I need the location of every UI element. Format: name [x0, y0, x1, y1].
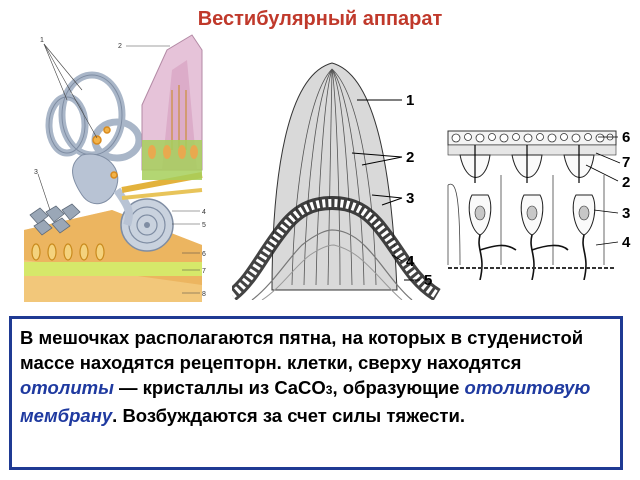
label-3: 3 [34, 169, 38, 176]
description-text-2: — кристаллы из CaCO [113, 377, 326, 398]
vestibular-anatomy-illustration: 1 2 3 4 5 6 7 8 [22, 30, 222, 302]
label-6: 6 [622, 129, 630, 146]
description-text-3: , образующие [332, 377, 465, 398]
label-7: 7 [622, 154, 630, 171]
term-otolith-membrane: отолитовую мембрану [20, 377, 591, 426]
description-text-1: В мешочках располагаются пятна, на котор… [20, 327, 584, 373]
label-8: 8 [202, 291, 206, 298]
label-7: 7 [202, 268, 206, 275]
label-4: 4 [406, 253, 415, 270]
label-1: 1 [406, 92, 414, 109]
label-2: 2 [118, 43, 122, 50]
subscript-3: 3 [325, 383, 333, 397]
vestibule [72, 153, 119, 205]
macula-receptor-drawing: 6 7 2 3 4 [446, 125, 636, 280]
label-5: 5 [202, 222, 206, 229]
label-2: 2 [622, 174, 630, 191]
cupula [271, 62, 398, 291]
description-text-4: . Возбуждаются за счет силы тяжести. [112, 405, 465, 426]
otolith-crystals [29, 203, 81, 236]
cochlea [120, 198, 174, 252]
label-4: 4 [622, 234, 631, 251]
page-title: Вестибулярный аппарат [197, 8, 443, 30]
label-3: 3 [622, 205, 630, 222]
label-3: 3 [406, 190, 414, 207]
description-box: В мешочках располагаются пятна, на котор… [9, 316, 623, 470]
cupula-section-drawing: 1 2 3 4 5 [232, 55, 442, 300]
label-6: 6 [202, 251, 206, 258]
label-1: 1 [40, 37, 44, 44]
label-4: 4 [202, 209, 206, 216]
cell-layer [24, 262, 202, 276]
gelatinous-layer [447, 144, 617, 156]
nerve-fibers [478, 234, 587, 280]
label-5: 5 [424, 272, 432, 289]
term-otoliths: отолиты [20, 377, 114, 398]
label-2: 2 [406, 149, 414, 166]
